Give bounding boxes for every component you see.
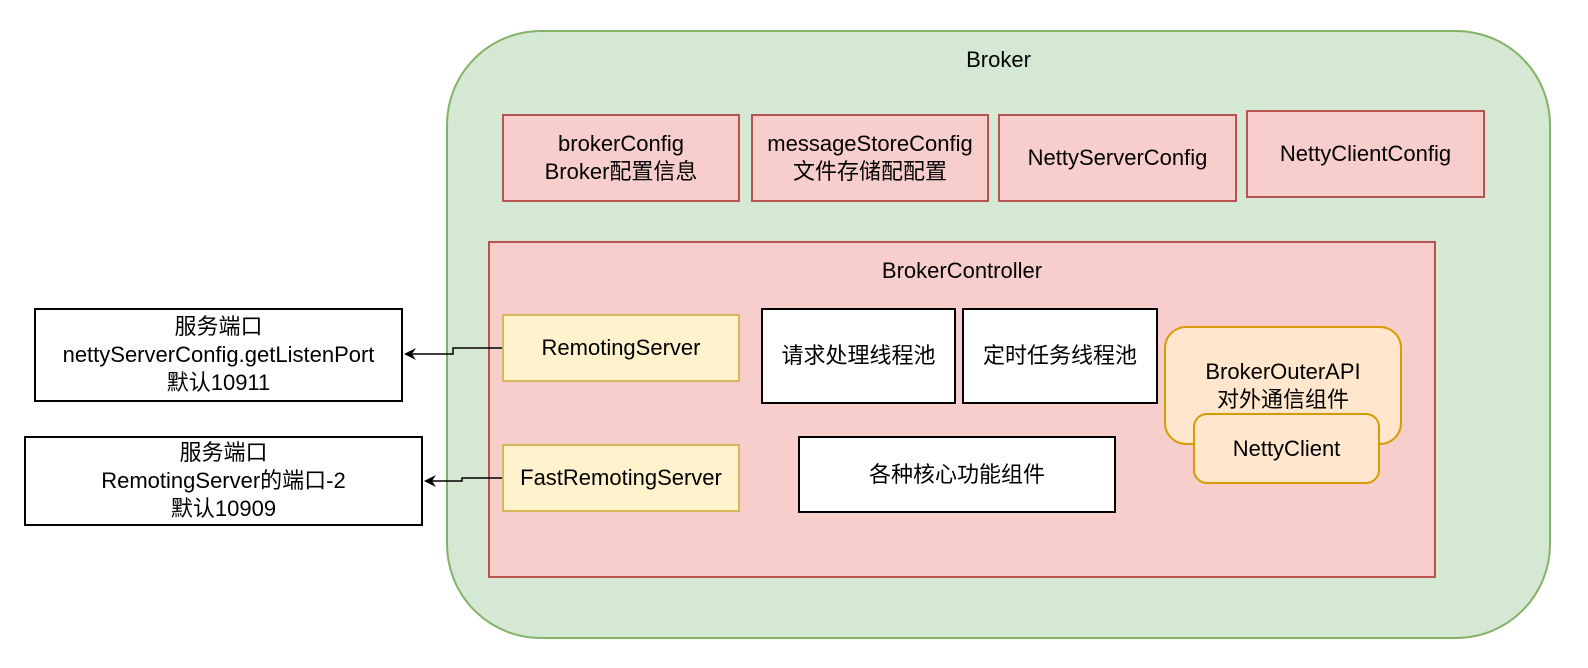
broker-title: Broker (966, 47, 1031, 72)
request-thread-pool-box: 请求处理线程池 (761, 308, 956, 404)
scheduled-thread-pool-box: 定时任务线程池 (962, 308, 1158, 404)
netty-client-label: NettyClient (1232, 435, 1341, 461)
fast-port-source: RemotingServer的端口-2 (101, 468, 346, 493)
message-store-config-box: messageStoreConfig 文件存储配配置 (751, 114, 989, 202)
fast-remoting-server-box: FastRemotingServer (502, 444, 740, 512)
netty-client-config-box: NettyClientConfig (1246, 110, 1485, 198)
message-store-config-desc: 文件存储配配置 (792, 159, 947, 184)
broker-config-desc: Broker配置信息 (544, 159, 698, 184)
message-store-config-name: messageStoreConfig (767, 131, 973, 156)
service-port-box: 服务端口 nettyServerConfig.getListenPort 默认1… (34, 308, 403, 402)
fast-port-title: 服务端口 (179, 440, 268, 465)
netty-server-config-label: NettyServerConfig (1027, 145, 1208, 170)
fast-port-box: 服务端口 RemotingServer的端口-2 默认10909 (24, 436, 423, 526)
service-port-title: 服务端口 (174, 314, 263, 339)
netty-client-config-label: NettyClientConfig (1279, 141, 1452, 166)
scheduled-thread-pool-label: 定时任务线程池 (982, 343, 1137, 368)
netty-client-box: NettyClient (1193, 413, 1380, 484)
broker-outer-api-desc: 对外通信组件 (1216, 387, 1349, 412)
core-components-label: 各种核心功能组件 (868, 461, 1045, 487)
remoting-server-to-service-port-arrow (404, 347, 502, 360)
request-thread-pool-label: 请求处理线程池 (781, 343, 936, 368)
broker-controller-title: BrokerController (881, 258, 1043, 283)
broker-outer-api-name: BrokerOuterAPI (1205, 359, 1361, 384)
broker-config-name: brokerConfig (558, 131, 684, 156)
core-components-box: 各种核心功能组件 (798, 436, 1116, 513)
remoting-server-box: RemotingServer (502, 314, 740, 382)
broker-config-box: brokerConfig Broker配置信息 (502, 114, 740, 202)
fast-remoting-server-to-fast-port-arrow (424, 475, 502, 487)
service-port-source: nettyServerConfig.getListenPort (62, 342, 375, 367)
service-port-default: 默认10911 (166, 370, 271, 395)
fast-remoting-server-label: FastRemotingServer (520, 465, 722, 490)
fast-port-default: 默认10909 (170, 496, 277, 521)
netty-server-config-box: NettyServerConfig (998, 114, 1237, 202)
remoting-server-label: RemotingServer (541, 335, 701, 360)
